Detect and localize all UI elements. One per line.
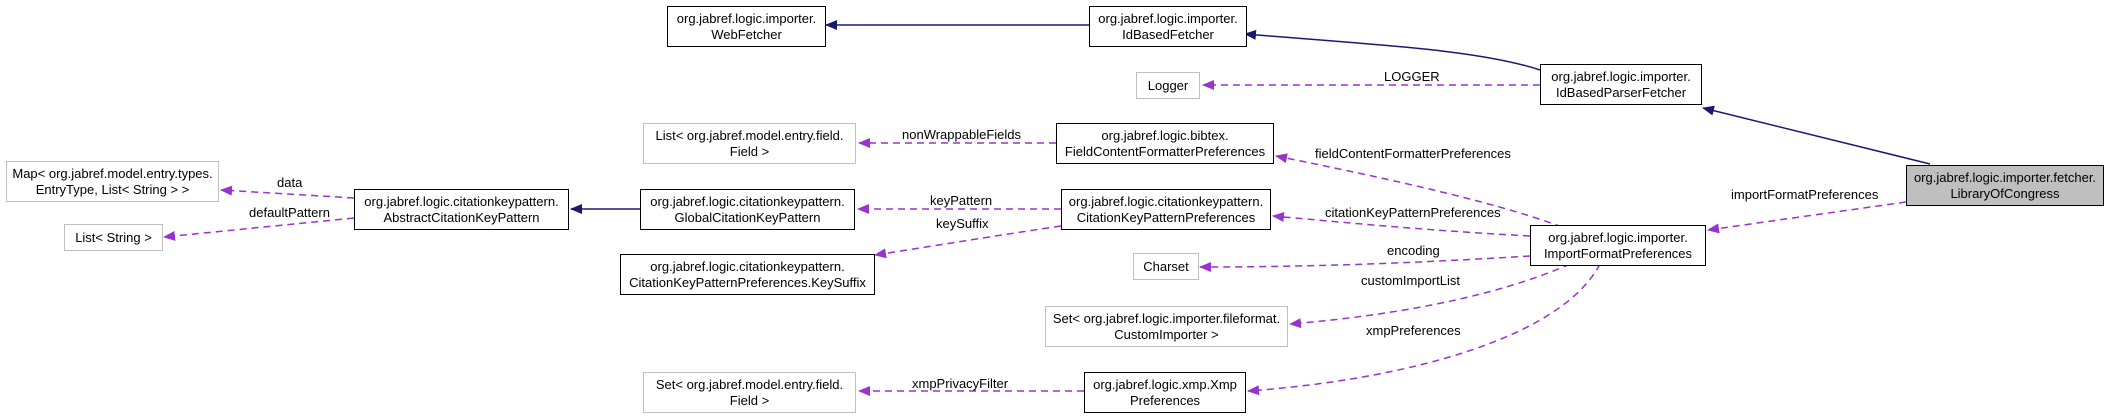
node-globalcitationkeypattern-line2: GlobalCitationKeyPattern (674, 209, 821, 225)
node-fieldcontentformatterpreferences[interactable]: org.jabref.logic.bibtex. FieldContentFor… (1056, 123, 1274, 164)
node-idbasedparserfetcher-line1: org.jabref.logic.importer. (1551, 68, 1691, 84)
node-globalcitationkeypattern[interactable]: org.jabref.logic.citationkeypattern. Glo… (640, 189, 855, 230)
edge-label-defaultpattern: defaultPattern (249, 205, 330, 220)
node-logger-line1: Logger (1147, 77, 1189, 93)
node-list-field[interactable]: List< org.jabref.model.entry.field. Fiel… (643, 123, 856, 164)
node-set-field-line2: Field > (729, 392, 770, 408)
node-fieldcontentformatterpreferences-line1: org.jabref.logic.bibtex. (1101, 127, 1229, 143)
node-set-customimporter[interactable]: Set< org.jabref.logic.importer.fileforma… (1045, 306, 1288, 347)
edge-data (220, 185, 355, 199)
node-charset-line1: Charset (1143, 258, 1189, 274)
edge-label-data: data (277, 175, 303, 190)
node-keysuffix-line1: org.jabref.logic.citationkeypattern. (650, 258, 845, 274)
node-importformatpreferences[interactable]: org.jabref.logic.importer. ImportFormatP… (1530, 225, 1706, 266)
edge-label-nonwrappablefields: nonWrappableFields (902, 127, 1021, 142)
node-idbasedfetcher-line2: IdBasedFetcher (1122, 26, 1214, 42)
edge-label-keysuffix: keySuffix (936, 216, 989, 231)
node-xmppreferences[interactable]: org.jabref.logic.xmp.Xmp Preferences (1084, 372, 1246, 413)
node-webfetcher[interactable]: org.jabref.logic.importer. WebFetcher (667, 6, 826, 47)
node-list-string[interactable]: List< String > (64, 224, 163, 251)
node-keysuffix[interactable]: org.jabref.logic.citationkeypattern. Cit… (620, 254, 875, 295)
edge-label-importformatpreferences: importFormatPreferences (1731, 187, 1879, 202)
edge-citationkeypatternpreferences (1272, 212, 1531, 237)
node-set-field-line1: Set< org.jabref.model.entry.field. (655, 376, 844, 392)
node-list-field-line1: List< org.jabref.model.entry.field. (655, 127, 844, 143)
node-logger[interactable]: Logger (1136, 72, 1200, 99)
edge-label-xmpprivacyfilter: xmpPrivacyFilter (912, 376, 1009, 391)
node-abstractcitationkeypattern-line2: AbstractCitationKeyPattern (383, 209, 540, 225)
node-set-field[interactable]: Set< org.jabref.model.entry.field. Field… (643, 372, 856, 413)
edge-encoding (1199, 255, 1531, 272)
node-map-entrytypes[interactable]: Map< org.jabref.model.entry.types. Entry… (6, 161, 219, 202)
edge-defaultpattern (163, 217, 355, 241)
edge-idbasedparserfetcher-to-idbasedfetcher (1244, 29, 1541, 71)
edge-label-customimportlist: customImportList (1361, 273, 1460, 288)
edge-libraryofcongress-to-idbasedparserfetcher (1702, 105, 1931, 165)
node-fieldcontentformatterpreferences-line2: FieldContentFormatterPreferences (1064, 143, 1266, 159)
edge-label-fieldcontentformatterpreferences: fieldContentFormatterPreferences (1315, 146, 1511, 161)
node-map-entrytypes-line1: Map< org.jabref.model.entry.types. (12, 165, 213, 181)
node-idbasedfetcher-line1: org.jabref.logic.importer. (1098, 10, 1238, 26)
node-abstractcitationkeypattern-line1: org.jabref.logic.citationkeypattern. (364, 193, 559, 209)
node-libraryofcongress-line1: org.jabref.logic.importer.fetcher. (1913, 169, 2097, 185)
edge-label-citationkeypatternpreferences: citationKeyPatternPreferences (1325, 205, 1501, 220)
node-citationkeypatternpreferences-line1: org.jabref.logic.citationkeypattern. (1068, 193, 1264, 209)
edge-label-encoding: encoding (1387, 243, 1440, 258)
edge-label-logger: LOGGER (1384, 69, 1440, 84)
node-abstractcitationkeypattern[interactable]: org.jabref.logic.citationkeypattern. Abs… (354, 189, 569, 230)
node-set-customimporter-line2: CustomImporter > (1114, 326, 1219, 342)
node-importformatpreferences-line1: org.jabref.logic.importer. (1548, 229, 1688, 245)
edge-xmppreferences (1247, 263, 1601, 396)
node-list-string-line1: List< String > (75, 229, 152, 245)
edge-label-keypattern: keyPattern (930, 193, 993, 208)
edge-fieldcontentformatterpreferences (1275, 153, 1563, 228)
node-webfetcher-line2: WebFetcher (711, 26, 782, 42)
edge-importformatpreferences (1707, 201, 1907, 234)
node-idbasedparserfetcher[interactable]: org.jabref.logic.importer. IdBasedParser… (1540, 64, 1702, 105)
node-idbasedfetcher[interactable]: org.jabref.logic.importer. IdBasedFetche… (1089, 6, 1247, 47)
node-globalcitationkeypattern-line1: org.jabref.logic.citationkeypattern. (650, 193, 845, 209)
node-charset[interactable]: Charset (1133, 253, 1199, 280)
node-libraryofcongress[interactable]: org.jabref.logic.importer.fetcher. Libra… (1906, 165, 2104, 206)
node-importformatpreferences-line2: ImportFormatPreferences (1543, 245, 1693, 261)
edge-label-xmppreferences: xmpPreferences (1366, 323, 1461, 338)
node-citationkeypatternpreferences-line2: CitationKeyPatternPreferences (1076, 209, 1256, 225)
node-keysuffix-line2: CitationKeyPatternPreferences.KeySuffix (629, 274, 866, 290)
node-webfetcher-line1: org.jabref.logic.importer. (676, 10, 817, 26)
node-map-entrytypes-line2: EntryType, List< String > > (35, 181, 190, 197)
node-xmppreferences-line1: org.jabref.logic.xmp.Xmp (1093, 376, 1237, 392)
node-libraryofcongress-line2: LibraryOfCongress (1950, 185, 2060, 201)
edge-customimportlist (1289, 263, 1571, 329)
node-list-field-line2: Field > (729, 143, 770, 159)
node-citationkeypatternpreferences[interactable]: org.jabref.logic.citationkeypattern. Cit… (1061, 189, 1271, 230)
node-idbasedparserfetcher-line2: IdBasedParserFetcher (1555, 84, 1687, 100)
node-xmppreferences-line2: Preferences (1129, 392, 1201, 408)
node-set-customimporter-line1: Set< org.jabref.logic.importer.fileforma… (1052, 310, 1281, 326)
